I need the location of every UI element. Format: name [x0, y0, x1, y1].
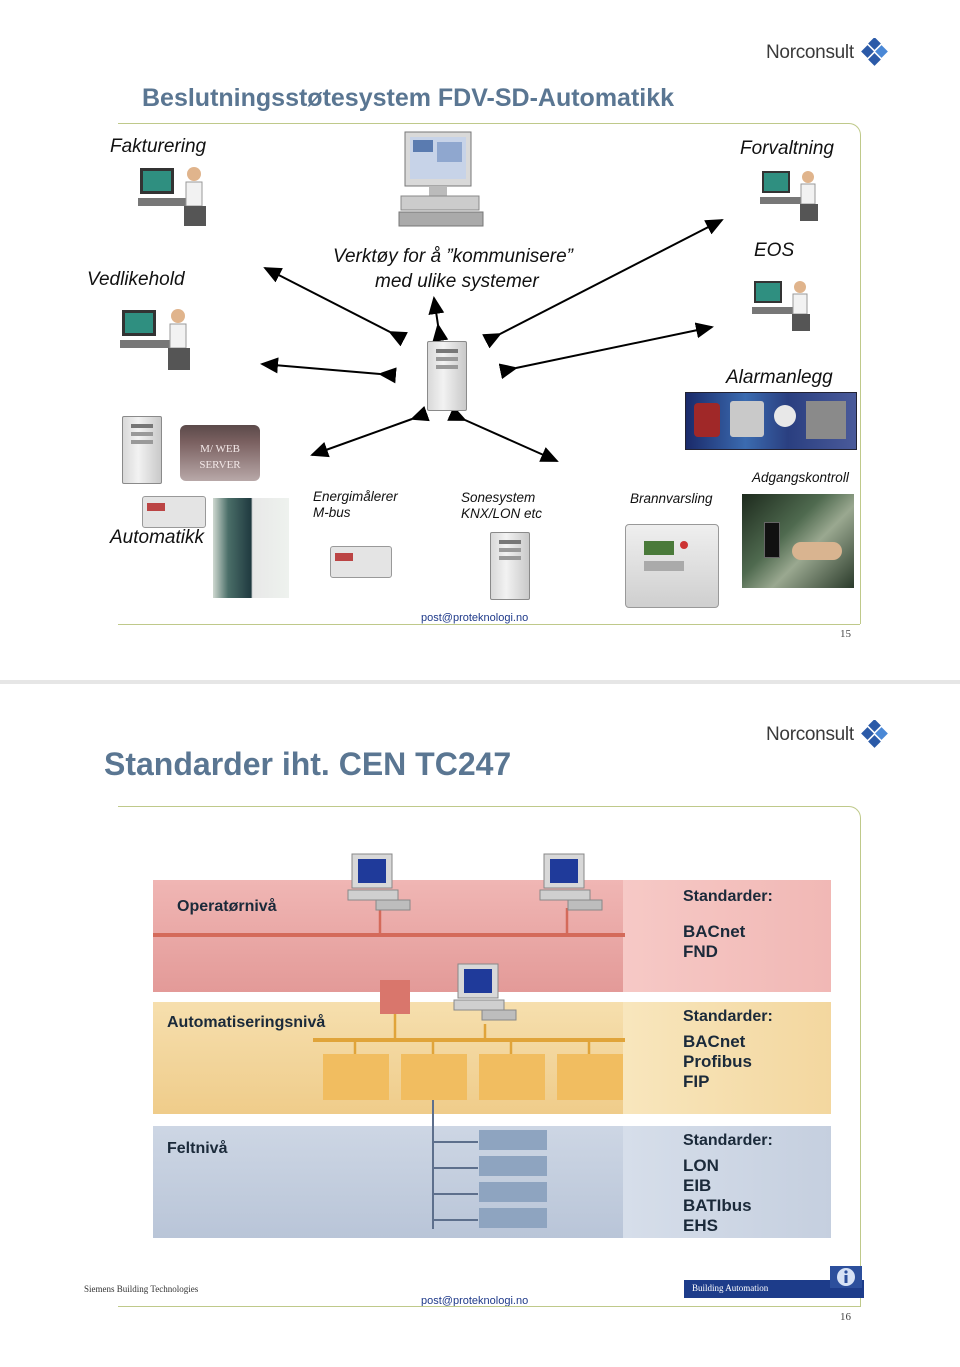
label-center-line2: med ulike systemer	[375, 271, 539, 292]
label-forvaltning: Forvaltning	[740, 138, 834, 159]
band-automatiseringsnivaa: Automatiseringsnivå Standarder: BACnet P…	[153, 1002, 831, 1114]
contact-email[interactable]: post@proteknologi.no	[421, 612, 529, 624]
standard-item: FND	[683, 942, 718, 961]
field-device-box	[479, 1208, 547, 1228]
label-alarmanlegg: Alarmanlegg	[726, 367, 833, 388]
cabling-photo	[213, 498, 289, 598]
field-device-box	[479, 1182, 547, 1202]
band-feltnivaa: Feltnivå Standarder: LON EIB BATIbus EHS	[153, 1126, 831, 1238]
standard-item: BATIbus	[683, 1196, 752, 1215]
fire-alarm-panel-image	[625, 524, 719, 608]
field-device-box	[479, 1130, 547, 1150]
label-eos: EOS	[754, 240, 795, 261]
slide-title: Standarder iht. CEN TC247	[104, 746, 512, 782]
standards-list: Standarder: LON EIB BATIbus EHS	[683, 1132, 773, 1236]
person-workstation-icon	[138, 167, 206, 226]
meter-device-icon	[142, 496, 206, 528]
level-name: Automatiseringsnivå	[167, 1014, 326, 1031]
central-workstation-icon	[398, 131, 484, 227]
operator-pc-icon	[539, 853, 603, 911]
controller-box	[323, 1054, 389, 1100]
web-server-device: M/ WEB SERVER	[180, 425, 260, 481]
band-operatornivaa: Operatørnivå Standarder: BACnet FND	[153, 880, 831, 992]
slide-separator	[0, 680, 960, 684]
label-sonesystem: Sonesystem KNX/LON etc	[461, 490, 542, 522]
person-workstation-icon	[752, 281, 810, 331]
slide-title: Beslutningsstøtesystem FDV-SD-Automatikk	[142, 84, 675, 112]
content-frame	[118, 123, 861, 624]
brand-name: Norconsult	[766, 724, 854, 745]
norconsult-logo: Norconsult	[766, 720, 890, 750]
label-adgangskontroll: Adgangskontroll	[752, 470, 849, 485]
label-vedlikehold: Vedlikehold	[87, 269, 185, 290]
energimalerer-line2: M-bus	[313, 505, 351, 520]
brand-name: Norconsult	[766, 42, 854, 63]
standards-header: Standarder:	[683, 888, 773, 905]
level-name: Operatørnivå	[177, 898, 277, 915]
bottom-rule	[118, 624, 860, 625]
label-energimalerer: Energimålerer M-bus	[313, 489, 398, 521]
standard-item: FIP	[683, 1072, 710, 1091]
automation-pc-icon	[453, 963, 517, 1021]
bottom-rule	[118, 1306, 860, 1307]
energimalerer-line1: Energimålerer	[313, 489, 398, 504]
operator-bus-line	[153, 933, 625, 937]
arrows-diagram	[260, 219, 724, 462]
standard-item: BACnet	[683, 922, 746, 941]
level-name: Feltnivå	[167, 1140, 228, 1157]
sonesystem-line1: Sonesystem	[461, 490, 536, 505]
central-server-icon	[427, 341, 467, 411]
energy-meter-icon	[330, 546, 392, 578]
label-center-line1: Verktøy for å ”kommunisere”	[333, 246, 574, 267]
standards-header: Standarder:	[683, 1008, 773, 1025]
web-server-line1: M/ WEB	[200, 443, 240, 455]
field-device-box	[479, 1156, 547, 1176]
person-workstation-icon	[760, 171, 818, 221]
slide-15: Norconsult Beslutningsstøtesystem FDV-SD…	[0, 0, 960, 680]
sonesystem-server-icon	[490, 532, 530, 600]
contact-email[interactable]: post@proteknologi.no	[421, 1295, 529, 1307]
standard-item: Profibus	[683, 1052, 752, 1071]
page-number: 16	[840, 1311, 851, 1323]
info-icon	[830, 1266, 862, 1288]
label-brannvarsling: Brannvarsling	[630, 491, 713, 506]
controller-box	[401, 1054, 467, 1100]
footer-company: Siemens Building Technologies	[84, 1284, 199, 1294]
norconsult-logo: Norconsult	[766, 38, 890, 68]
automatikk-server-icon	[122, 416, 162, 484]
operator-pc-icon	[347, 853, 411, 911]
controller-box	[479, 1054, 545, 1100]
footer-badge-text: Building Automation	[692, 1283, 769, 1293]
standards-header: Standarder:	[683, 1132, 773, 1149]
content-frame	[118, 806, 861, 1307]
standard-item: LON	[683, 1156, 719, 1175]
slide-16: Norconsult Standarder iht. CEN TC247 Ope…	[0, 684, 960, 1367]
standards-list: Standarder: BACnet FND	[683, 888, 773, 962]
label-automatikk: Automatikk	[110, 527, 204, 548]
person-workstation-icon	[120, 309, 190, 370]
standards-list: Standarder: BACnet Profibus FIP	[683, 1008, 773, 1092]
alarm-system-image	[685, 392, 857, 450]
page-number: 15	[840, 628, 851, 640]
access-control-photo	[742, 494, 854, 588]
automation-bus-line	[313, 1038, 625, 1042]
standard-item: BACnet	[683, 1032, 746, 1051]
footer-badge: Building Automation	[684, 1280, 864, 1298]
label-fakturering: Fakturering	[110, 136, 207, 157]
web-server-line2: SERVER	[199, 459, 241, 471]
norconsult-diamond-icon	[860, 720, 888, 748]
standard-item: EIB	[683, 1176, 712, 1195]
network-connections	[353, 908, 591, 1229]
norconsult-diamond-icon	[860, 38, 888, 66]
standard-item: EHS	[683, 1216, 718, 1235]
controller-box	[557, 1054, 623, 1100]
sonesystem-line2: KNX/LON etc	[461, 506, 543, 521]
